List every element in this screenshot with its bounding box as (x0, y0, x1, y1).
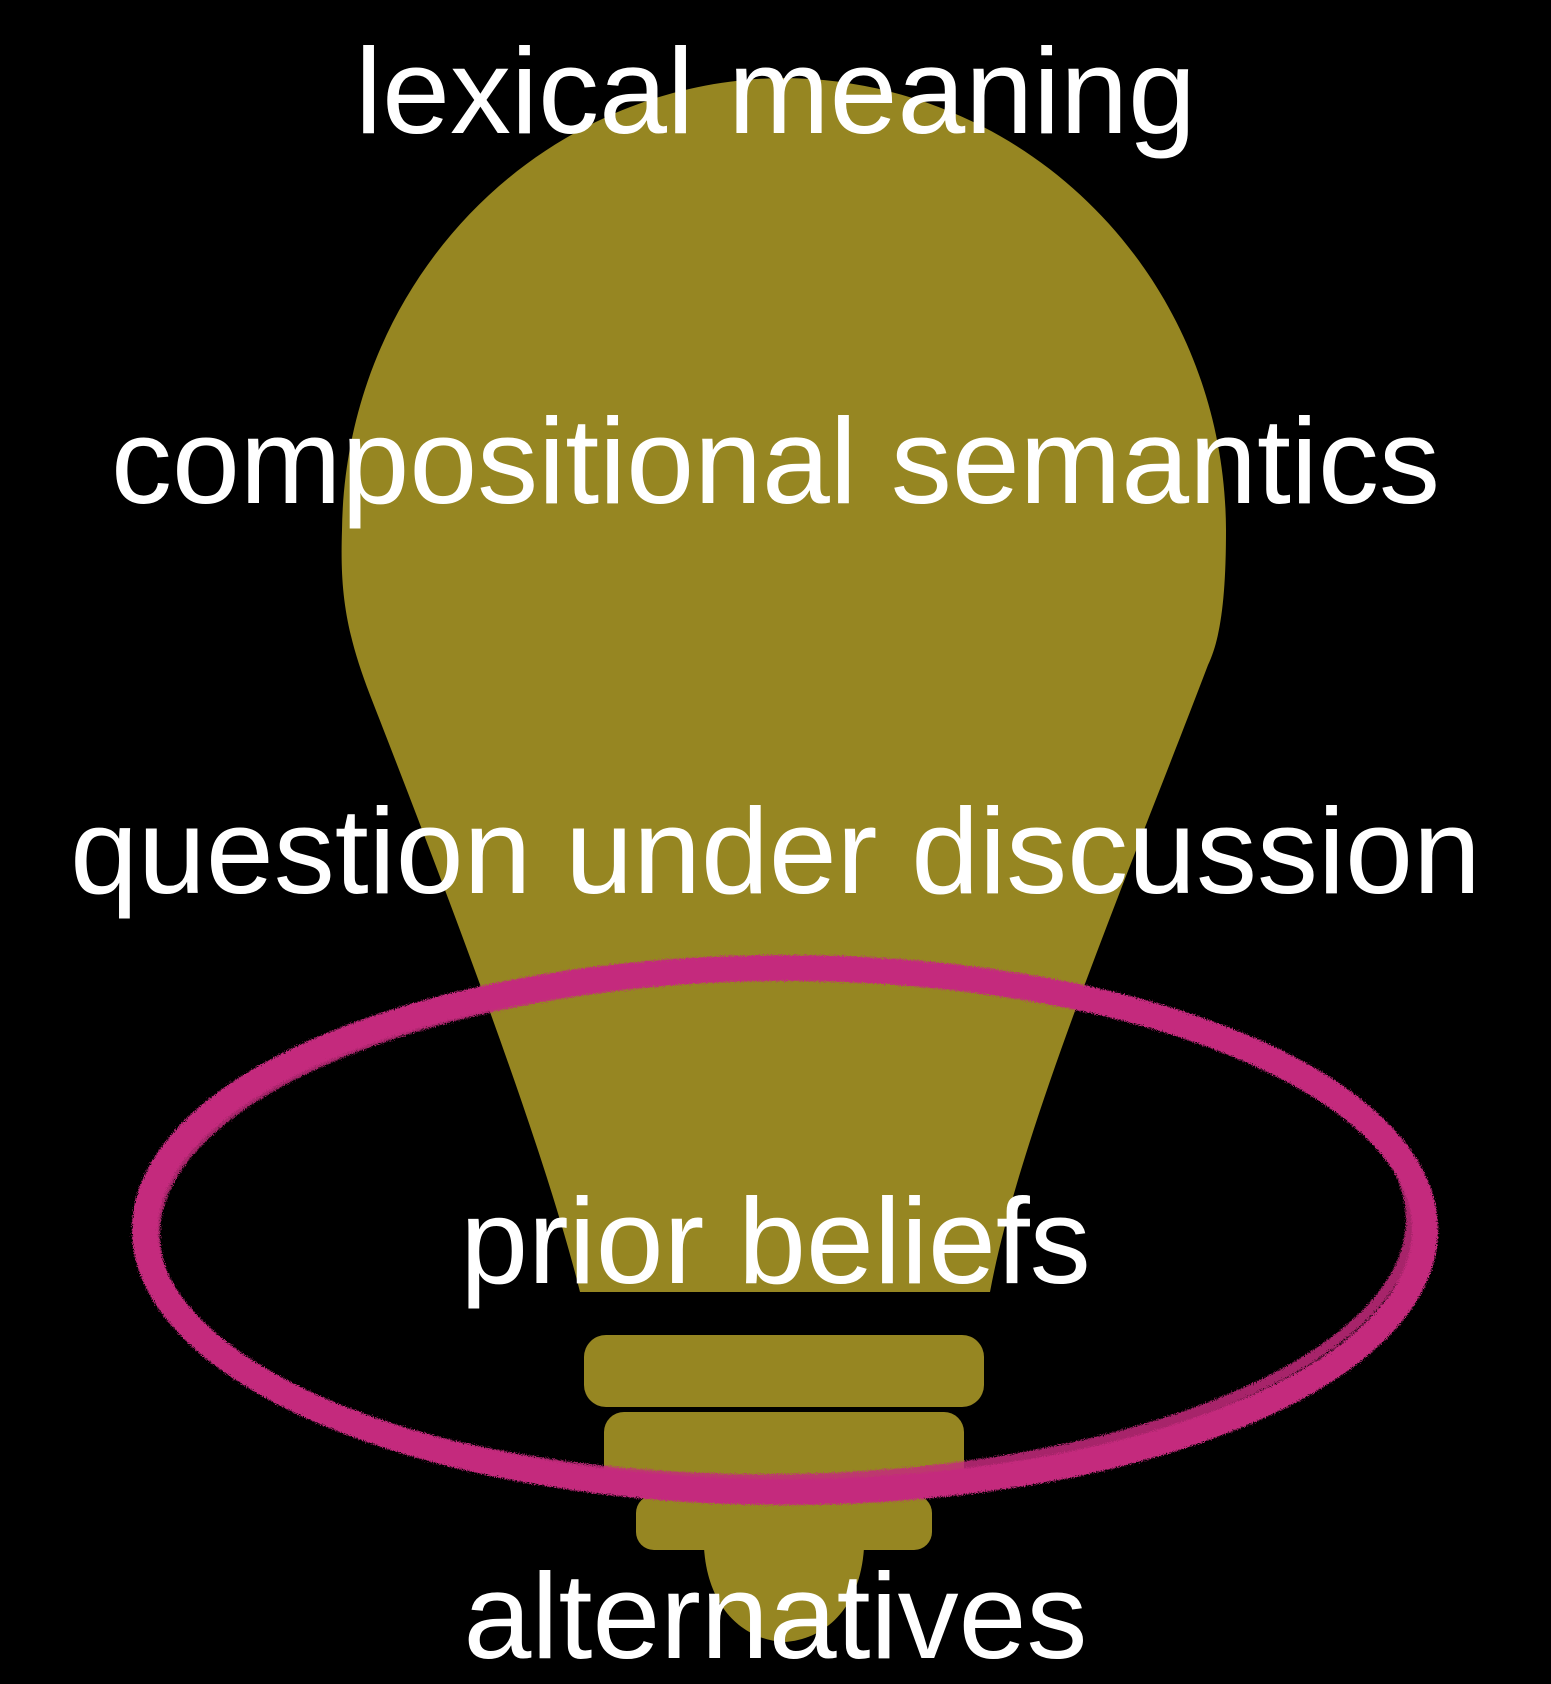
label-prior-beliefs: prior beliefs (460, 1173, 1091, 1309)
bulb-glass (341, 78, 1226, 1292)
label-question-under-discussion: question under discussion (70, 783, 1481, 919)
hand-drawn-ellipse (132, 955, 1438, 1505)
highlight-ring-inner (150, 969, 1416, 1485)
bulb-tip (704, 1548, 864, 1642)
label-compositional-semantics: compositional semantics (110, 393, 1440, 529)
bulb-base-collar (584, 1335, 984, 1407)
bulb-base-lower (636, 1495, 932, 1550)
highlight-ring-outer (132, 955, 1438, 1505)
label-lexical-meaning: lexical meaning (355, 23, 1196, 159)
label-alternatives: alternatives (463, 1548, 1088, 1684)
